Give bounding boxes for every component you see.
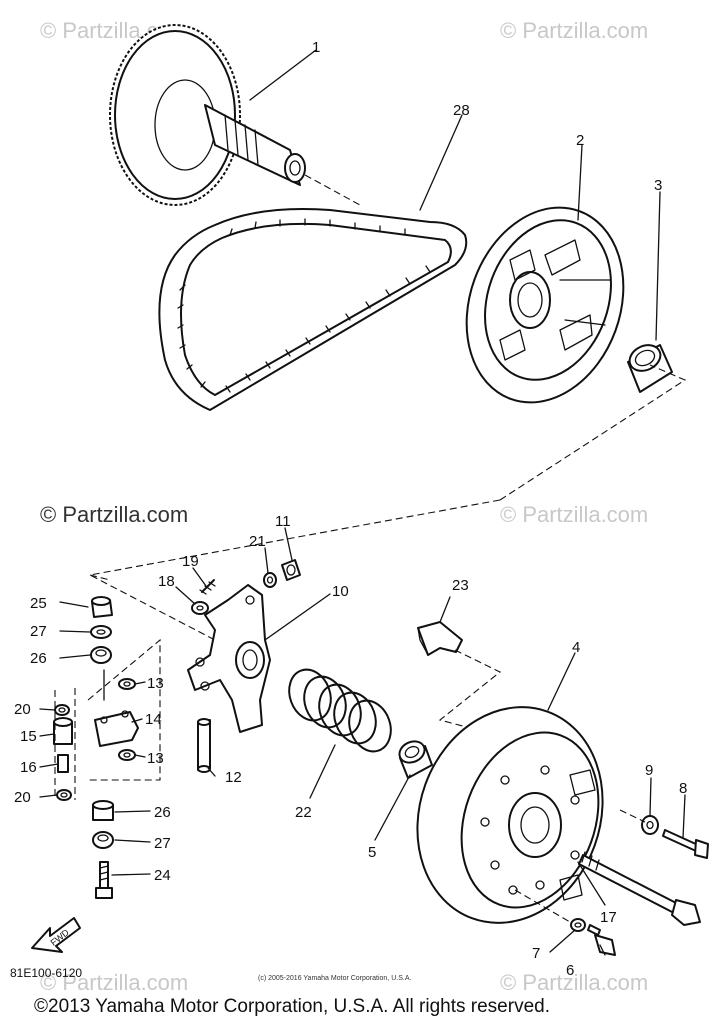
callout-26-lower: 26 [154,804,171,821]
part-5-bushing [398,740,433,779]
part-4-secondary-sheave [416,706,604,924]
callout-13-lower: 13 [147,750,164,767]
part-7-washer [570,918,586,932]
part-11-nut [281,559,301,581]
part-27-washer-lower [92,831,114,849]
part-26-bushing-lower [92,800,114,821]
callout-27-upper: 27 [30,623,47,640]
part-8-bolt [619,809,709,859]
fwd-arrow-icon: FWD [31,917,81,953]
callout-5: 5 [368,844,376,861]
watermark-top-right: © Partzilla.com [500,18,648,43]
callout-11: 11 [275,513,291,530]
part-16-pin [57,754,69,773]
callout-8: 8 [679,780,687,797]
callout-10: 10 [332,583,349,600]
callout-1: 1 [312,39,320,56]
callout-3: 3 [654,177,662,194]
callout-9: 9 [645,762,653,779]
part-2-sliding-sheave [465,206,625,404]
part-18-washer [191,601,209,615]
part-28-v-belt [158,174,468,411]
callout-12: 12 [225,769,242,786]
callout-18: 18 [158,573,175,590]
callout-20-upper: 20 [14,701,31,718]
part-21-washer [263,572,277,588]
part-3-collar [627,344,673,393]
part-20-washer-upper [54,704,70,716]
callout-19: 19 [182,553,199,570]
part-22-compression-spring [288,668,392,753]
part-17-bolt [578,851,701,926]
part-13-washer-lower [118,749,136,761]
part-19-pin [199,579,216,595]
watermark-mid-right: © Partzilla.com [500,502,648,527]
part-9-washer [641,815,659,835]
callout-15: 15 [20,728,37,745]
callout-16: 16 [20,759,37,776]
callout-4: 4 [572,639,580,656]
watermark-mid-left: © Partzilla.com [40,502,188,527]
part-27-washer-upper [90,625,112,639]
callout-2: 2 [576,132,584,149]
diagram-code: 81E100-6120 [10,966,82,980]
watermark-bottom-left: © Partzilla.com [40,970,188,995]
part-1-fixed-sheave [109,24,306,206]
callout-22: 22 [295,804,312,821]
leader-lines [39,49,686,956]
part-10-cam [187,584,271,733]
part-13-washer-upper [118,678,136,690]
part-25-cap [91,596,113,618]
callout-14: 14 [145,711,162,728]
part-23-bracket [417,621,502,729]
part-15-roller [53,717,73,745]
callout-26-upper: 26 [30,650,47,667]
callout-28: 28 [453,102,470,119]
callout-7: 7 [532,945,540,962]
callout-6: 6 [566,962,574,979]
part-6-bolt [514,889,616,956]
callout-23: 23 [452,577,469,594]
callout-20-lower: 20 [14,789,31,806]
part-26-bushing-upper [90,646,112,664]
callout-21: 21 [249,533,266,550]
part-14-slider-block [94,710,139,747]
footer-copyright: ©2013 Yamaha Motor Corporation, U.S.A. A… [34,996,550,1017]
callout-25: 25 [30,595,47,612]
part-24-bolt [95,861,113,899]
callout-27-lower: 27 [154,835,171,852]
part-12-pin [197,718,211,773]
part-20-washer-lower [56,789,72,801]
callout-17: 17 [600,909,617,926]
watermark-bottom-right: © Partzilla.com [500,970,648,995]
callout-13-upper: 13 [147,675,164,692]
small-copyright: (c) 2005-2016 Yamaha Motor Corporation, … [258,975,411,982]
callout-24: 24 [154,867,171,884]
